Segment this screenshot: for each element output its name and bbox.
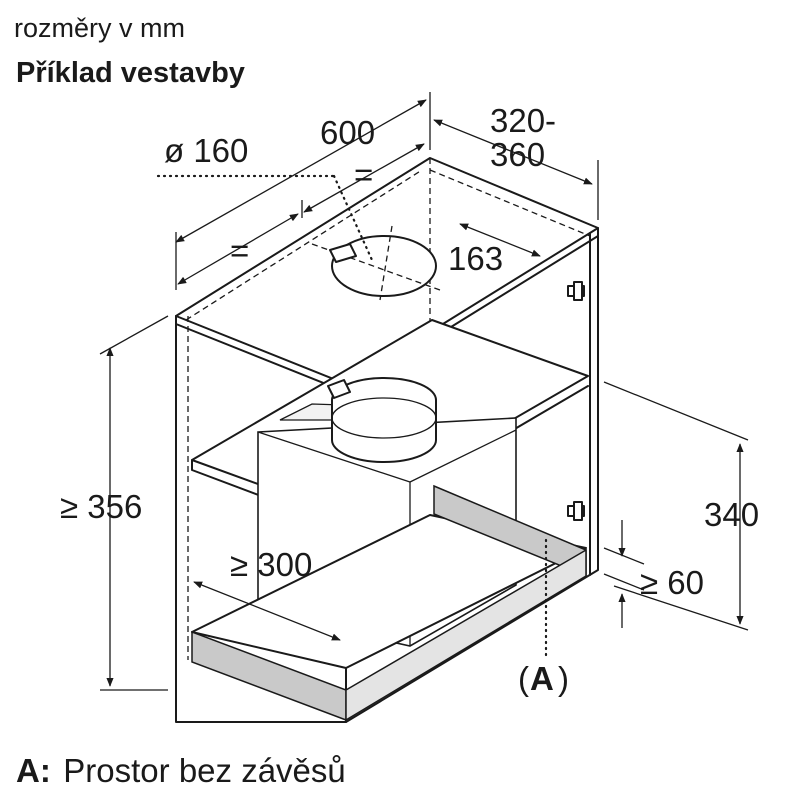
width-label: 600 (320, 114, 375, 151)
cabinet-top-thickness (175, 235, 599, 393)
legend-text: Prostor bez závěsů (63, 752, 345, 789)
legend-key: A: (16, 752, 51, 789)
equal-top-label: = (354, 156, 373, 193)
inner-width-dimension-line (193, 581, 341, 641)
gap-min-label: ≥ 60 (640, 564, 704, 601)
callout-letter: A (530, 660, 554, 697)
equal-left-label: = (230, 232, 249, 269)
height-min-label: ≥ 356 (60, 488, 142, 525)
equal-left-dimension-line (177, 213, 299, 285)
hinge-bracket-upper (567, 281, 585, 301)
cabinet-right-side (345, 227, 599, 723)
callout-close-paren: ) (558, 660, 569, 697)
depth-label-top: 320- (490, 102, 556, 139)
callout-open-paren: ( (518, 660, 529, 697)
dimension-lines (99, 92, 749, 691)
units-label: rozměry v mm (14, 13, 185, 43)
depth-dimension-line (433, 119, 593, 185)
equal-right-dimension-line (303, 143, 425, 213)
inner-width-min-label: ≥ 300 (230, 546, 312, 583)
page-title: Příklad vestavby (16, 57, 245, 89)
hood-height-label: 340 (704, 496, 759, 533)
offset-label: 163 (448, 240, 503, 277)
offset-dimension-line (459, 223, 541, 257)
hinge-bracket-lower (567, 501, 585, 521)
cabinet (175, 157, 599, 723)
depth-label-bottom: 360 (490, 136, 545, 173)
duct-collar (331, 399, 437, 463)
legend: A: Prostor bez závěsů (16, 752, 346, 789)
diameter-label: ø 160 (164, 132, 248, 169)
